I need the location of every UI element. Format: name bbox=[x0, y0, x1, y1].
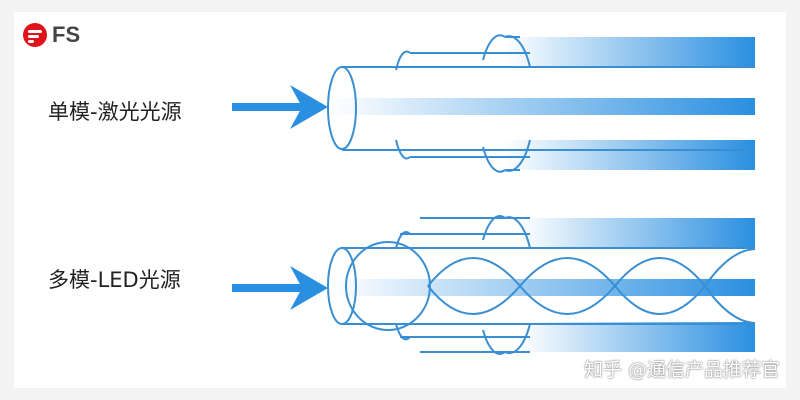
multi-mode-input-arrow bbox=[232, 266, 328, 310]
single-mode-label: 单模-激光光源 bbox=[48, 100, 182, 124]
fs-logo-icon bbox=[23, 23, 47, 47]
single-mode-input-arrow bbox=[232, 85, 328, 129]
multi-mode-fiber bbox=[327, 215, 756, 355]
fs-logo: FS bbox=[22, 22, 80, 48]
multi-mode-label: 多模-LED光源 bbox=[48, 268, 181, 292]
watermark: 知乎 @通信产品推荐官 bbox=[583, 359, 780, 381]
logo-text: FS bbox=[52, 22, 81, 47]
single-mode-fiber bbox=[327, 34, 755, 173]
